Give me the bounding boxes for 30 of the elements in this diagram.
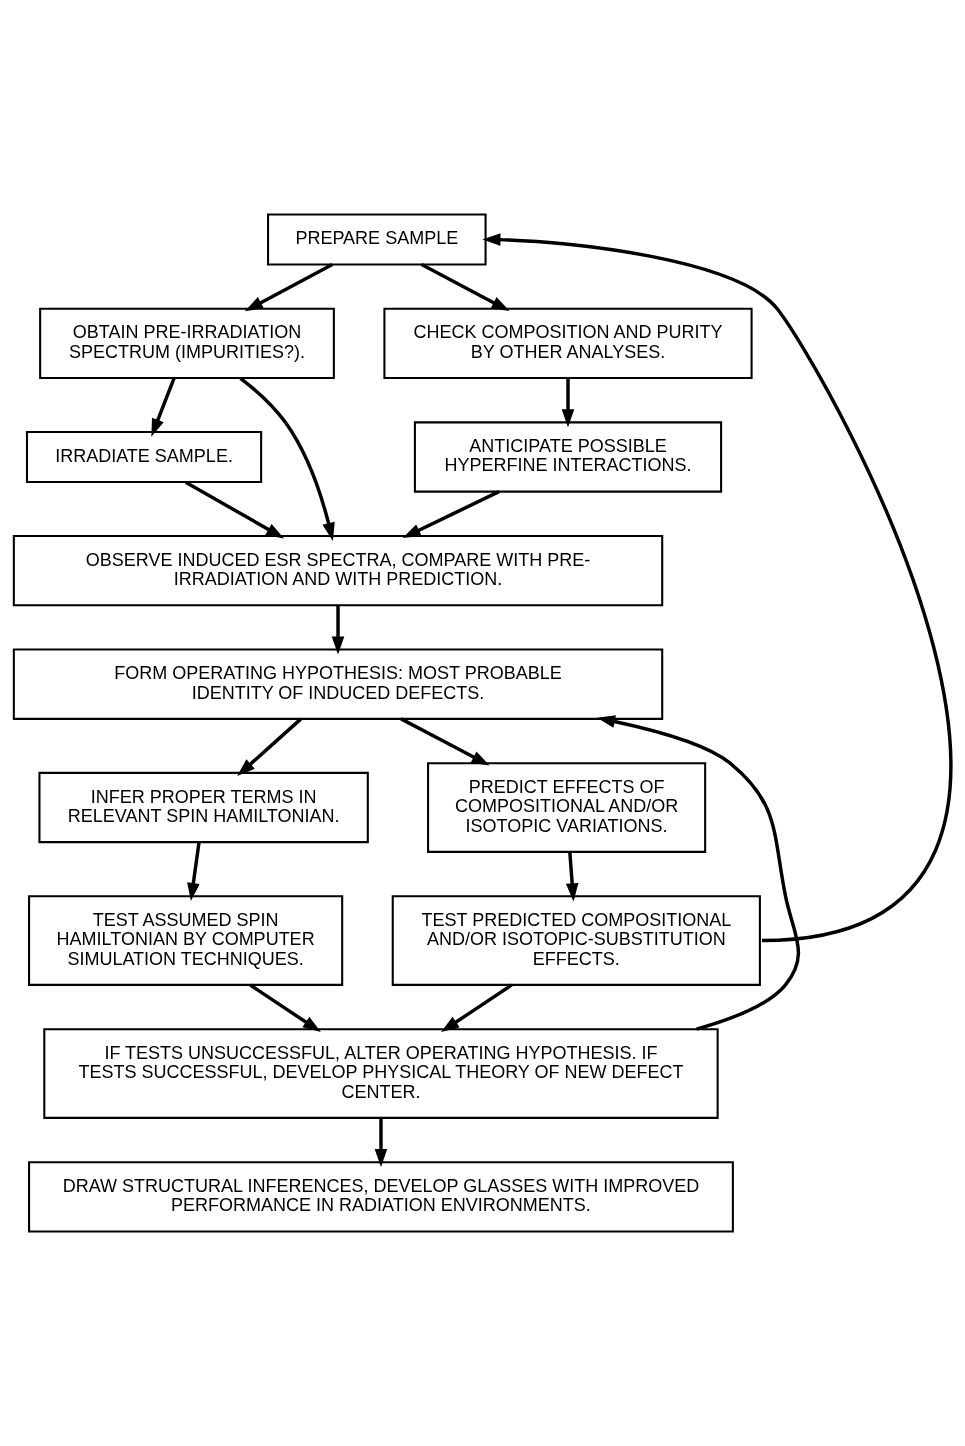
node-box: TEST PREDICTED COMPOSITIONAL AND/OR ISOTOPIC-SUBSTITUTION EFFECTS. — [391, 895, 761, 986]
node-box: IRRADIATE SAMPLE. — [25, 431, 263, 483]
arrow — [187, 842, 201, 902]
node-box: DRAW STRUCTURAL INFERENCES, DEVELOP GLASSES WITH IMPROVED PERFORMANCE IN RADIATION ENVIRONMENTS. — [28, 1161, 734, 1233]
node-box: IF TESTS UNSUCCESSFUL, ALTER OPERATING HYPOTHESIS. IF TESTS SUCCESSFUL, DEVELOP PHYSICAL THEORY OF NEW DEFECT CENTER. — [43, 1028, 719, 1119]
node-box: PREDICT EFFECTS OF COMPOSITIONAL AND/OR ISOTOPIC VARIATIONS. — [427, 762, 707, 853]
arrow — [420, 263, 510, 312]
arrow — [597, 715, 801, 1031]
arrow — [374, 1118, 388, 1168]
node-box: CHECK COMPOSITION AND PURITY BY OTHER ANALYSES. — [383, 307, 753, 380]
arrow — [244, 263, 334, 312]
arrow — [402, 490, 500, 539]
arrow — [331, 605, 345, 655]
node-box: FORM OPERATING HYPOTHESIS: MOST PROBABLE IDENTITY OF INDUCED DEFECTS. — [12, 648, 664, 720]
node-box: TEST ASSUMED SPIN HAMILTONIAN BY COMPUTER SIMULATION TECHNIQUES. — [28, 895, 344, 986]
arrow — [239, 376, 335, 541]
arrow — [561, 378, 575, 428]
node-box: PREPARE SAMPLE — [267, 213, 487, 266]
arrow — [441, 983, 513, 1033]
node-box: INFER PROPER TERMS IN RELEVANT SPIN HAMILTONIAN. — [38, 771, 369, 844]
node-box: OBTAIN PRE-IRRADIATION SPECTRUM (IMPURITIES?). — [39, 307, 335, 380]
arrow — [237, 717, 303, 777]
node-box: ANTICIPATE POSSIBLE HYPERFINE INTERACTIONS. — [413, 421, 723, 493]
arrow — [482, 233, 952, 943]
node-box: OBSERVE INDUCED ESR SPECTRA, COMPARE WITH PRE-IRRADIATION AND WITH PREDICTION. — [12, 534, 664, 607]
arrow — [400, 717, 490, 766]
arrow — [565, 851, 579, 902]
arrow — [151, 377, 176, 437]
arrow — [249, 983, 321, 1033]
arrow — [184, 480, 285, 539]
